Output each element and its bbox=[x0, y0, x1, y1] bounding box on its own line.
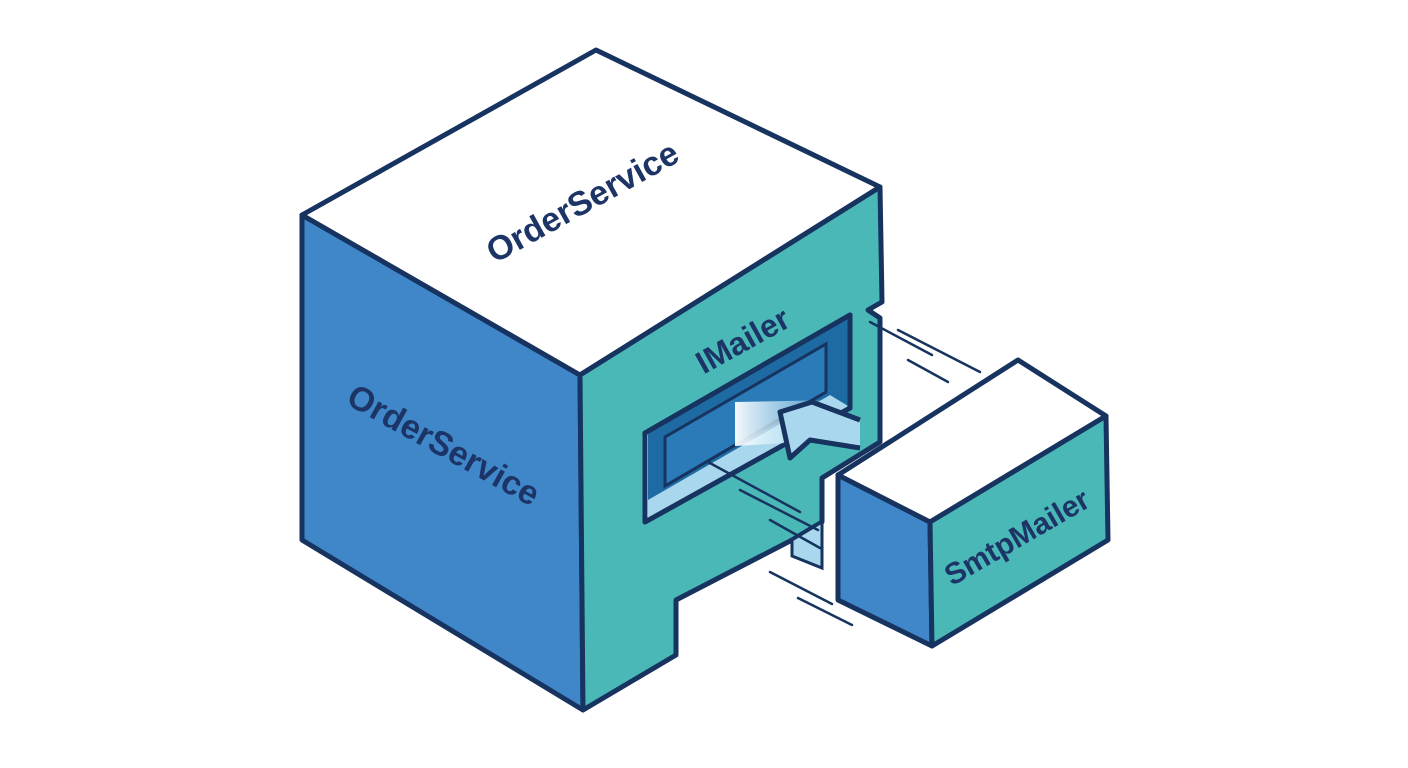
motion-lines bbox=[706, 320, 982, 627]
inject-arrow-head bbox=[777, 399, 861, 461]
smtp-mailer-block: SmtpMailer bbox=[835, 357, 1111, 649]
imailer-port-rim bbox=[642, 312, 853, 525]
smtp-mailer-side-face bbox=[927, 413, 1111, 649]
order-service-block: OrderService OrderService IMailer bbox=[299, 47, 885, 713]
